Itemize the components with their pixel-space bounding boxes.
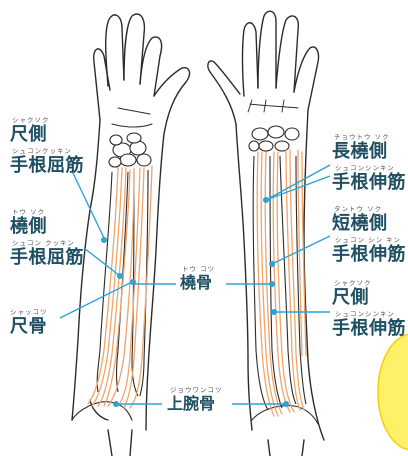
- ulnar-side-right-ruby: シャクソク: [334, 280, 372, 287]
- ecu-ruby: シュコンシンキン: [335, 311, 395, 318]
- ulna-label: 尺骨: [10, 318, 47, 336]
- ulnar-side-right-label: 尺側: [332, 289, 369, 307]
- extensor-carpi-ulnaris-label: 手根伸筋: [332, 320, 406, 338]
- radial-side-label: 橈側: [10, 218, 47, 236]
- ulnar-side-ruby: シャクソク: [12, 117, 50, 124]
- flexor-carpi-ulnaris-label: 手根屈筋: [10, 157, 84, 175]
- long-radial-ruby: チョウトウ ソク: [334, 134, 390, 141]
- radius-label: 橈骨: [180, 275, 212, 291]
- humerus-ruby: ジョウワンコツ: [170, 387, 223, 394]
- short-radial-ruby: タントウ ソク: [334, 206, 382, 213]
- ulna-ruby: シャッコツ: [10, 309, 48, 316]
- yellow-highlight-shape: [378, 334, 408, 450]
- short-radial-label: 短橈側: [332, 215, 388, 233]
- left-carpal-bones: [109, 133, 151, 167]
- ecrb-ruby: シュコン シン キン: [335, 237, 401, 244]
- fcu-ruby: シュコンクッキン: [12, 148, 72, 155]
- ecrl-ruby: シュコンシンキン: [335, 165, 395, 172]
- extensor-carpi-radialis-longus-label: 手根伸筋: [332, 174, 406, 192]
- flexor-carpi-radialis-label: 手根屈筋: [10, 249, 84, 267]
- right-carpal-bones: [249, 126, 299, 151]
- humerus-label: 上腕骨: [167, 396, 215, 412]
- fcr-ruby: シュコン クッキン: [12, 240, 75, 247]
- extensor-carpi-radialis-brevis-label: 手根伸筋: [332, 246, 406, 264]
- ulnar-side-label: 尺側: [10, 126, 47, 144]
- radial-side-ruby: トウ ソク: [12, 209, 45, 216]
- long-radial-label: 長橈側: [332, 143, 388, 161]
- radius-ruby: トウ コツ: [182, 266, 215, 273]
